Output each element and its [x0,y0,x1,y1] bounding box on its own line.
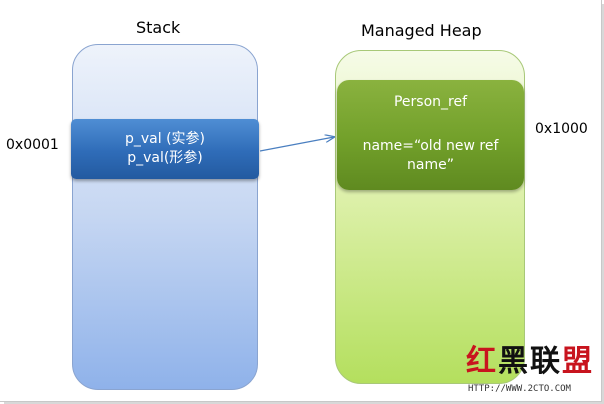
stack-cell-line-2: p_val(形参) [127,150,203,166]
watermark-url: HTTP://WWW.2CTO.COM [468,384,571,394]
stack-cell-line-1: p_val (实参) [124,131,205,147]
watermark-logo-text: 红黑联盟 [466,344,594,380]
stack-address-label: 0x0001 [6,137,59,153]
frame-shadow-right [602,4,604,404]
stack-cell-p-val: p_val (实参) p_val(形参) [71,119,259,179]
reference-arrow-line [259,137,334,152]
watermark-char-3: 联 [530,344,562,379]
frame-shadow-bottom [4,402,604,404]
heap-object-person-ref: Person_ref name=“old new ref name” [337,80,524,190]
watermark-char-4: 盟 [562,344,594,379]
site-watermark: 红黑联盟 HTTP://WWW.2CTO.COM [466,344,600,402]
watermark-char-2: 黑 [498,344,530,379]
heap-heading: Managed Heap [361,21,482,40]
watermark-char-1: 红 [466,344,498,379]
stack-column [72,44,258,390]
heap-object-body: name=“old new ref name” [362,138,499,173]
heap-object-title: Person_ref [393,94,468,110]
heap-address-label: 0x1000 [535,121,588,137]
stack-heading: Stack [136,18,181,37]
